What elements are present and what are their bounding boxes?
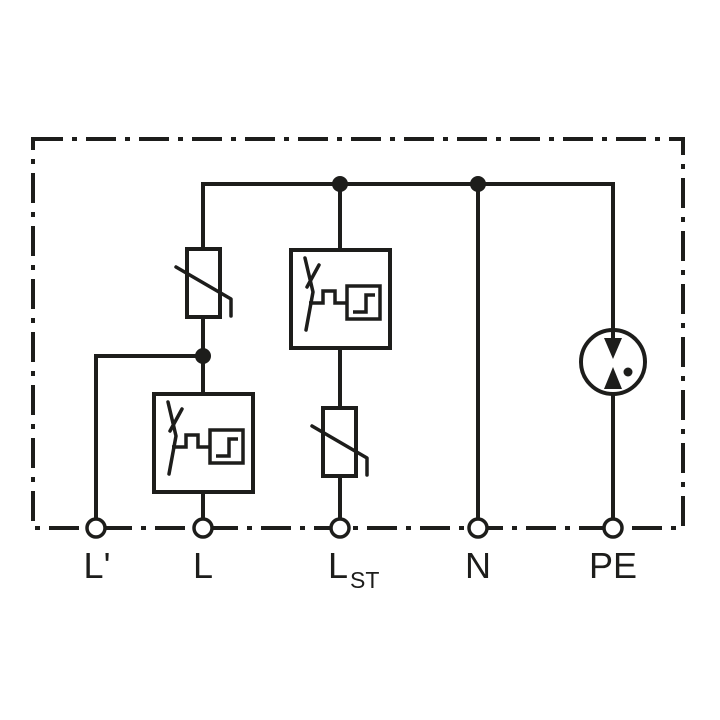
junction-dot (195, 348, 211, 364)
terminal-label-l: L (193, 545, 213, 586)
junction-dot (332, 176, 348, 192)
device-boundary (31, 137, 685, 530)
l-prime-branch-wire (94, 354, 203, 519)
terminal-l-prime (85, 517, 107, 539)
gas-discharge-tube-icon (579, 328, 647, 396)
terminal-label-n: N (465, 545, 491, 586)
terminal-label-pe: PE (589, 545, 637, 586)
dot-marker (623, 367, 633, 377)
terminal-pe (602, 517, 624, 539)
varistor-icon (174, 247, 233, 319)
terminal-label-l-prime: L' (84, 545, 111, 586)
varistor-icon (310, 406, 369, 478)
terminal-l-st (329, 517, 351, 539)
terminal-l (192, 517, 214, 539)
arrow-down-icon (604, 338, 622, 359)
arrow-up-icon (604, 367, 622, 389)
phase-bus-line (201, 182, 615, 340)
terminal-label-l-st-subscript: ST (350, 567, 379, 593)
thermal-disconnector-icon (289, 248, 392, 350)
junction-dot (470, 176, 486, 192)
terminal-n (467, 517, 489, 539)
terminal-label-l-st: L (328, 545, 348, 586)
thermal-disconnector-icon (152, 392, 255, 494)
